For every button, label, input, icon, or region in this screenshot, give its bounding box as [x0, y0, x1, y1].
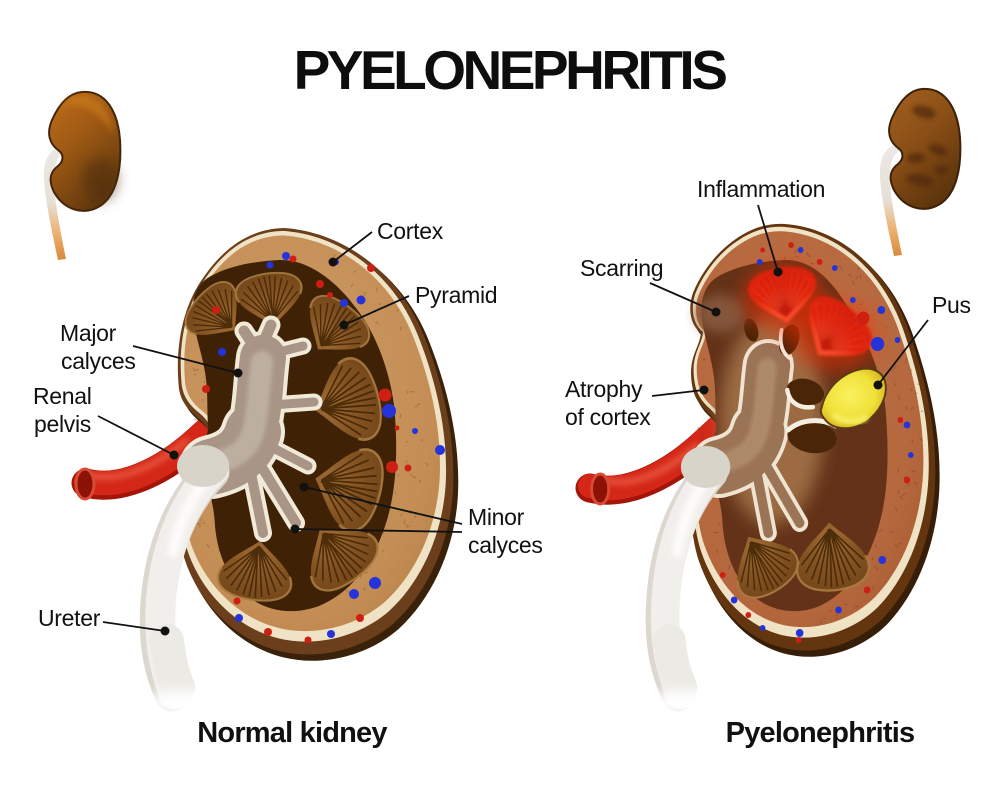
svg-text:Pus: Pus: [932, 292, 971, 318]
svg-text:pelvis: pelvis: [34, 411, 91, 437]
svg-text:Atrophy: Atrophy: [565, 376, 643, 402]
svg-text:Scarring: Scarring: [580, 255, 663, 281]
svg-text:Pyelonephritis: Pyelonephritis: [726, 717, 915, 749]
svg-text:calyces: calyces: [61, 348, 136, 374]
svg-text:Pyramid: Pyramid: [415, 282, 497, 308]
svg-text:Normal kidney: Normal kidney: [197, 717, 387, 749]
svg-text:of cortex: of cortex: [565, 404, 651, 430]
svg-text:PYELONEPHRITIS: PYELONEPHRITIS: [294, 39, 727, 101]
svg-text:Ureter: Ureter: [38, 605, 101, 631]
svg-text:Cortex: Cortex: [377, 218, 444, 244]
svg-text:Renal: Renal: [33, 383, 92, 409]
svg-text:Inflammation: Inflammation: [697, 176, 825, 202]
svg-text:Major: Major: [60, 320, 117, 346]
svg-text:Minor: Minor: [468, 504, 525, 530]
svg-text:calyces: calyces: [468, 532, 543, 558]
